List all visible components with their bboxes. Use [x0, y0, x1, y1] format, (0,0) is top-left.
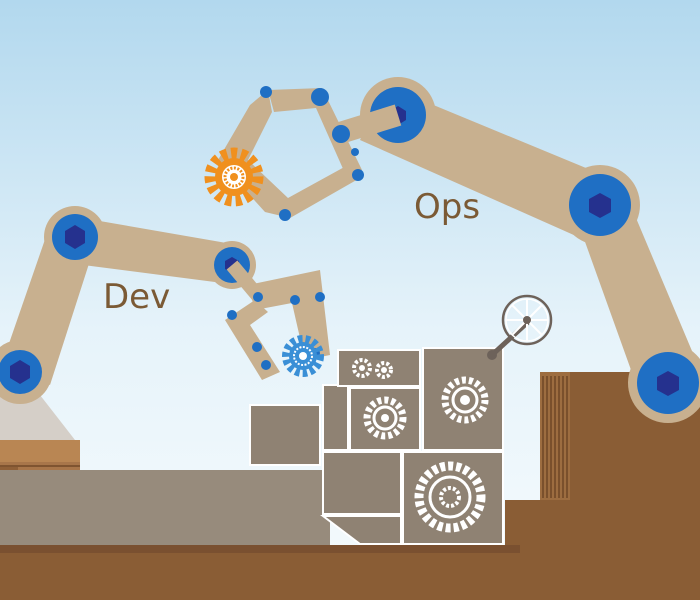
- left-pedestal: [0, 395, 75, 440]
- ops-robot-arm: [218, 77, 700, 423]
- box-gears: [352, 358, 489, 533]
- ground-conveyor: [0, 470, 330, 560]
- gear-icon: [282, 335, 324, 377]
- dev-label: Dev: [103, 277, 171, 317]
- right-platform: [505, 372, 700, 600]
- ops-label: Ops: [414, 187, 481, 227]
- gear-icon: [204, 147, 264, 207]
- wheel-icon: [487, 294, 553, 360]
- ground-base: [0, 548, 700, 600]
